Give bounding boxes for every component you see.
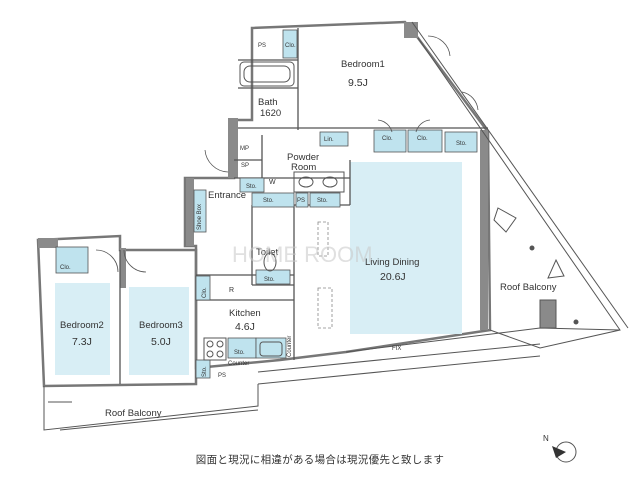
sto-entrance bbox=[239, 177, 265, 193]
r-label: R bbox=[229, 287, 234, 294]
clo-label-bedroom2: Clo. bbox=[60, 265, 71, 271]
kitchen-area: 4.6J bbox=[235, 321, 255, 333]
toilet-bowl bbox=[263, 252, 277, 272]
ps-hall bbox=[295, 192, 309, 208]
balcony-right bbox=[257, 21, 629, 385]
counter-label-bottom: Counter bbox=[228, 361, 249, 367]
shoe-box bbox=[193, 189, 207, 233]
ps-label-hall: PS bbox=[297, 198, 305, 204]
bedroom3-area: 5.0J bbox=[151, 336, 171, 348]
watermark: HOME ROOM bbox=[232, 242, 373, 267]
bath-name: Bath bbox=[258, 97, 278, 108]
ps-label-top: PS bbox=[258, 43, 266, 49]
wall-fills bbox=[38, 22, 554, 330]
counter-label-side: Counter bbox=[287, 336, 293, 357]
kitchen-counter-top bbox=[255, 337, 287, 359]
bathtub bbox=[239, 61, 295, 87]
sto-hall bbox=[251, 192, 295, 208]
clo-label-top: Clo. bbox=[285, 43, 296, 49]
sto-label-entrance: Sto. bbox=[246, 184, 257, 190]
mp-label: MP bbox=[240, 146, 249, 152]
sto-label-bottom: Sto. bbox=[202, 366, 208, 377]
clo-bedroom1 bbox=[282, 29, 298, 59]
clo-2 bbox=[407, 129, 443, 153]
powder-sinks bbox=[293, 171, 345, 193]
fixtures bbox=[55, 29, 478, 379]
bedroom2-fill bbox=[55, 283, 110, 375]
markings-fix: FIX bbox=[392, 346, 401, 352]
clo-bedroom2 bbox=[55, 246, 89, 274]
balcony-bottom bbox=[43, 384, 259, 431]
bedroom2-area: 7.3J bbox=[72, 336, 92, 348]
living-dining-name: Living Dining bbox=[365, 257, 419, 268]
sto-bottom bbox=[195, 359, 211, 379]
entrance-name: Entrance bbox=[208, 190, 246, 201]
sto-lr bbox=[444, 131, 478, 153]
sto-hall2 bbox=[309, 192, 341, 208]
lin-label: Lin. bbox=[324, 137, 334, 143]
partitions bbox=[119, 28, 488, 384]
sto-label-hall: Sto. bbox=[263, 198, 274, 204]
compass-icon: N bbox=[543, 434, 577, 463]
furniture-outline bbox=[317, 221, 333, 329]
doors bbox=[95, 35, 479, 273]
kitchen-name: Kitchen bbox=[229, 308, 261, 319]
sto-label-lr: Sto. bbox=[456, 141, 467, 147]
sto-label-kitchen: Sto. bbox=[234, 350, 245, 356]
sto-label-toilet: Sto. bbox=[264, 277, 275, 283]
lin-closet bbox=[319, 131, 349, 147]
clo-1 bbox=[373, 129, 407, 153]
clo-label-2: Clo. bbox=[417, 136, 428, 142]
roof-balcony-bottom: Roof Balcony bbox=[105, 408, 162, 419]
clo-label-kitchen: Clo. bbox=[202, 287, 208, 298]
bedroom2-name: Bedroom2 bbox=[60, 320, 104, 331]
living-dining-area: 20.6J bbox=[380, 271, 406, 283]
bedroom1-name: Bedroom1 bbox=[341, 59, 385, 70]
shoe-box-label: Shoe Box bbox=[197, 204, 203, 230]
living-dining-fill bbox=[350, 162, 462, 334]
bedroom3-name: Bedroom3 bbox=[139, 320, 183, 331]
powder-room-line1: Powder bbox=[287, 152, 319, 163]
kitchen-equipment bbox=[203, 337, 283, 361]
disclaimer-note: 図面と現況に相違がある場合は現況優先と致します bbox=[195, 454, 445, 466]
compass-label: N bbox=[543, 434, 549, 443]
toilet-name: Toilet bbox=[256, 247, 279, 258]
bedroom3-fill bbox=[129, 287, 189, 375]
sto-label-hall2: Sto. bbox=[317, 198, 328, 204]
sp-label: SP bbox=[241, 163, 249, 169]
w-label: W bbox=[269, 179, 276, 186]
room-fills bbox=[55, 162, 462, 375]
bath-size: 1620 bbox=[260, 108, 281, 119]
clo-label-1: Clo. bbox=[382, 136, 393, 142]
roof-balcony-right: Roof Balcony bbox=[500, 282, 557, 293]
powder-room-line2: Room bbox=[291, 162, 316, 173]
clo-kitchen bbox=[195, 275, 211, 301]
bedroom1-area: 9.5J bbox=[348, 77, 368, 89]
ps-label-kitchen: PS bbox=[218, 373, 226, 379]
